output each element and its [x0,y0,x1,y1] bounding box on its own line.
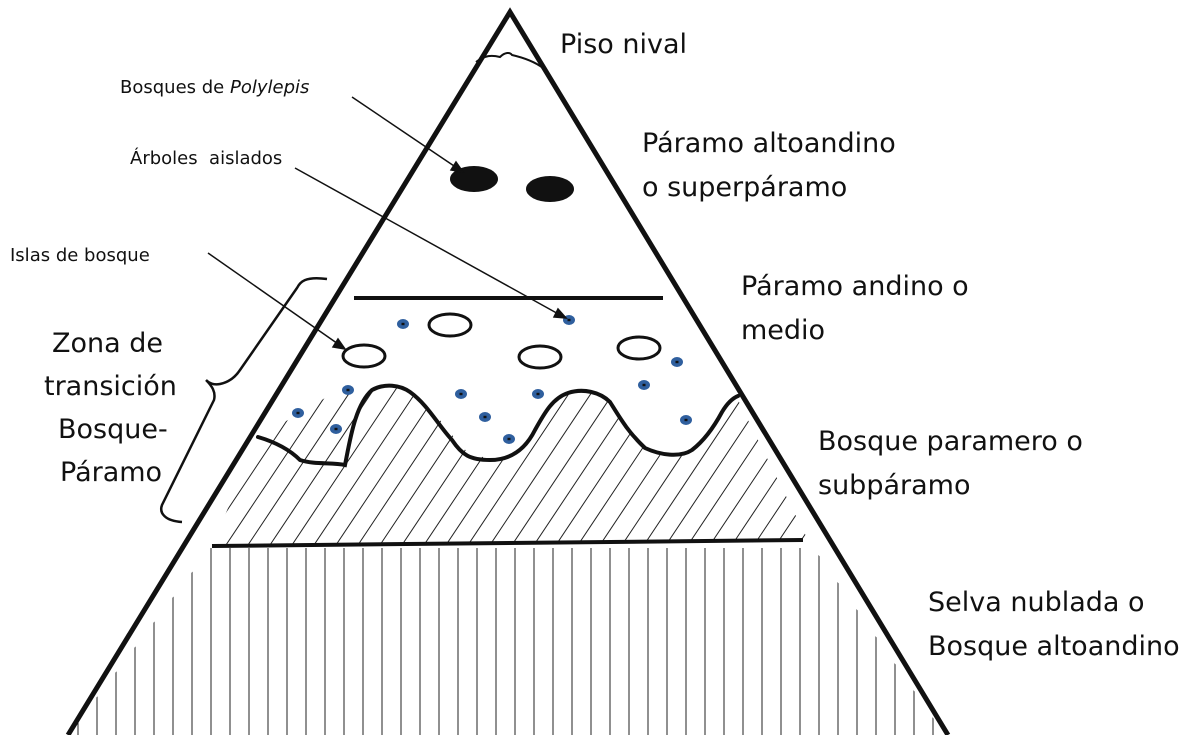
callout-arrows [207,96,568,351]
diagonal-hatch-line [435,385,557,546]
selva-nublada-boundary-line [211,538,804,548]
diagonal-hatch-line [212,385,315,546]
islas-arrowhead [331,337,347,351]
diagonal-hatch-line [589,385,711,546]
isolated-tree-dot-center [675,360,679,364]
treeline-wavy-boundary [256,383,740,468]
isolated-tree-dot-center [296,411,300,415]
arboles-callout-line [294,167,563,317]
diagonal-hatch-line [237,385,359,546]
transition-zone-brace [160,277,328,524]
diagonal-hatch-line [655,385,777,546]
label-paramo-altoandino-line1: Páramo altoandino [642,128,896,159]
diagonal-hatch-line [501,385,623,546]
diagonal-hatch-line [765,385,808,546]
diagonal-hatch-line [369,385,491,546]
label-bosques-polylepis-prefix: Bosques de [120,77,230,98]
isolated-tree-dot-center [684,418,688,422]
isolated-tree-dot-center [459,392,463,396]
forest-island [341,343,387,369]
diagonal-hatch-line [633,385,755,546]
label-paramo-altoandino-line2: o superpáramo [642,172,847,203]
label-paramo-andino-line1: Páramo andino o [741,271,969,302]
diagonal-hatch-line [545,385,667,546]
selva-nublada-hatching [77,548,934,735]
forest-island [616,335,662,361]
label-zona-transicion-line4: Páramo [60,457,162,488]
label-zona-transicion-line1: Zona de [52,328,163,359]
label-zona-transicion-line3: Bosque- [58,414,168,445]
isolated-tree-dot-center [334,427,338,431]
diagonal-hatch-line [699,385,808,546]
polylepis-callout-line [351,96,461,171]
label-bosque-paramero-line1: Bosque paramero o [818,426,1083,457]
isolated-trees-group [292,315,692,444]
forest-island [427,312,473,338]
isolated-tree-dot-center [536,392,540,396]
label-arboles-aislados: Árboles aislados [130,147,282,169]
label-polylepis-genus: Polylepis [230,77,309,98]
isolated-tree-dot-center [642,383,646,387]
islas-callout-line [207,252,342,347]
label-bosques-polylepis: Bosques de Polylepis [120,77,309,98]
label-selva-nublada-line2: Bosque altoandino [928,631,1180,662]
diagonal-hatch-line [479,385,601,546]
polylepis-forest-patch [526,176,574,202]
arboles-arrowhead [552,307,568,319]
label-selva-nublada-line1: Selva nublada o [928,587,1145,618]
polylepis-arrowhead [449,160,465,174]
isolated-tree-dot-center [507,437,511,441]
diagonal-hatch-line [611,385,733,546]
diagonal-hatch-line [677,385,799,546]
forest-island [517,344,563,370]
diagonal-hatch-line [457,385,579,546]
diagonal-hatch-line [347,385,469,546]
label-islas-de-bosque: Islas de bosque [10,245,150,266]
pyramid-outline [65,7,951,735]
piso-nival-bracket [475,51,544,69]
label-zona-transicion-line2: transición [44,371,177,402]
isolated-tree-dot-center [346,388,350,392]
diagonal-hatch-line [281,385,403,546]
label-bosque-paramero-line2: subpáramo [818,470,970,501]
label-paramo-andino-line2: medio [741,315,825,346]
diagonal-hatch-line [391,385,513,546]
diagonal-hatch-line [567,385,689,546]
isolated-tree-dot-center [401,322,405,326]
label-piso-nival: Piso nival [560,29,687,60]
diagonal-hatch-line [523,385,645,546]
diagonal-hatch-line [303,385,425,546]
diagonal-hatch-line [215,385,337,546]
diagonal-hatch-line [413,385,535,546]
isolated-tree-dot-center [567,318,571,322]
isolated-tree-dot-center [483,415,487,419]
